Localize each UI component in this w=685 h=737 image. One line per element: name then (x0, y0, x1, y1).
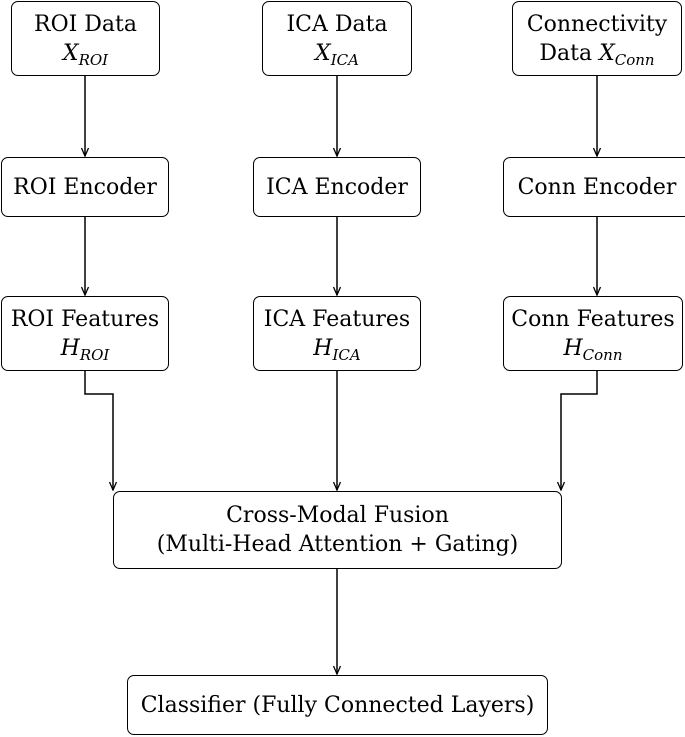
classifier-node: Classifier (Fully Connected Layers) (127, 675, 548, 735)
roi-features-node: ROI Features HROI (1, 296, 169, 371)
conn-encoder-node: Conn Encoder (503, 157, 685, 217)
roi-data-node: ROI Data XROI (11, 1, 160, 76)
classifier-label: Classifier (Fully Connected Layers) (140, 692, 535, 718)
fusion-label-line1: Cross-Modal Fusion (226, 503, 449, 528)
conn-features-label: Conn Features (511, 306, 675, 332)
conn-features-symbol: HConn (563, 335, 623, 364)
roi-encoder-label: ROI Encoder (13, 174, 157, 200)
roi-data-symbol: XROI (62, 40, 109, 69)
cross-modal-fusion-node: Cross-Modal Fusion (Multi-Head Attention… (113, 491, 562, 569)
roi-data-label: ROI Data (34, 11, 137, 37)
conn-data-node: Connectivity Data XConn (512, 1, 682, 76)
ica-features-label: ICA Features (263, 306, 411, 332)
ica-data-node: ICA Data XICA (262, 1, 412, 76)
roi-encoder-node: ROI Encoder (1, 157, 169, 217)
ica-data-symbol: XICA (315, 40, 359, 69)
conn-data-label-line1: Connectivity (526, 11, 668, 37)
roi-features-label: ROI Features (10, 306, 160, 332)
edge-conn-features-to-fusion (561, 371, 598, 490)
roi-features-symbol: HROI (60, 335, 110, 364)
fusion-label-line2: (Multi-Head Attention + Gating) (156, 532, 519, 557)
conn-features-node: Conn Features HConn (503, 296, 683, 371)
conn-data-label-line2: Data XConn (539, 40, 655, 69)
edge-roi-features-to-fusion (84, 371, 113, 490)
conn-encoder-label: Conn Encoder (517, 174, 677, 200)
ica-encoder-label: ICA Encoder (266, 174, 408, 200)
ica-encoder-node: ICA Encoder (253, 157, 421, 217)
ica-features-node: ICA Features HICA (253, 296, 421, 371)
ica-data-label: ICA Data (286, 11, 388, 37)
ica-features-symbol: HICA (313, 335, 361, 364)
